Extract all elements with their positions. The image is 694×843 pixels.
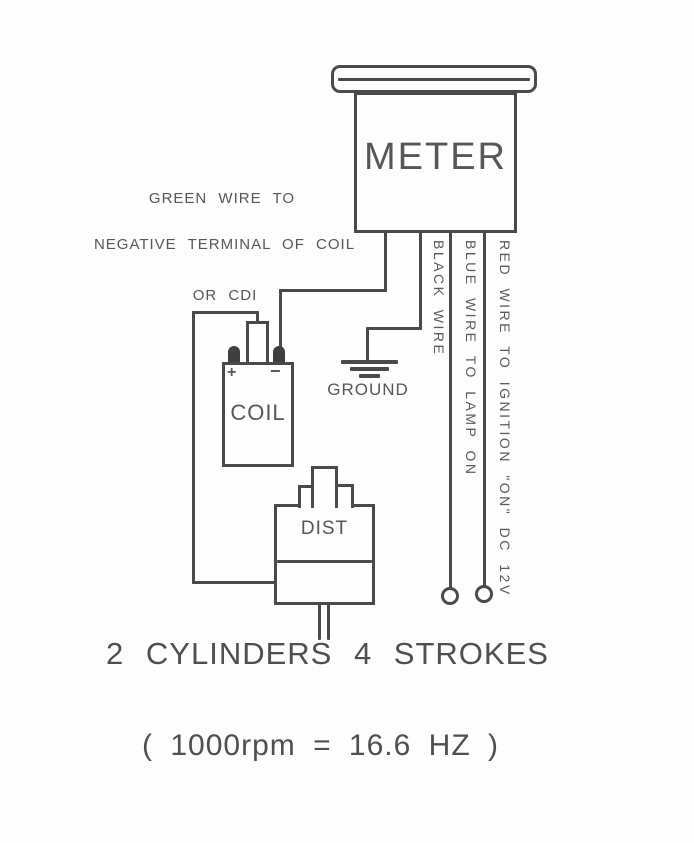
ht-lead-bottom-segment <box>192 581 329 584</box>
blue-wire-line <box>449 232 452 588</box>
coil-negative-terminal <box>273 346 285 364</box>
note-green-wire-line3: OR CDI <box>192 287 258 304</box>
black-wire-horizontal-segment <box>366 327 422 330</box>
black-wire-vertical-segment <box>419 232 422 330</box>
coil-positive-terminal <box>228 346 240 364</box>
caption-rpm-formula: ( 1000rpm = 16.6 HZ ) <box>142 729 499 762</box>
meter-body <box>354 92 517 233</box>
coil-plus-sign: + <box>227 364 237 381</box>
blue-wire-label: BLUE WIRE TO LAMP ON <box>463 240 479 477</box>
ht-lead-vertical-segment <box>192 311 195 584</box>
red-wire-label: RED WIRE TO IGNITION "ON" DC 12V <box>497 240 513 597</box>
note-green-wire-line1: GREEN WIRE TO <box>148 190 296 207</box>
dist-divider-line <box>277 560 372 563</box>
black-wire-drop-segment <box>366 327 369 362</box>
dist-shaft-left-line <box>318 604 321 640</box>
ht-lead-tower-stub <box>256 311 259 324</box>
black-wire-label: BLACK WIRE <box>431 240 447 357</box>
red-wire-line <box>483 232 486 586</box>
coil-minus-sign: − <box>270 361 281 381</box>
blue-wire-terminal-ring <box>441 587 459 605</box>
ground-symbol-bar-1 <box>341 360 398 364</box>
note-green-wire-line2: NEGATIVE TERMINAL OF COIL <box>93 236 356 253</box>
dist-cap-center-tower <box>311 466 338 508</box>
coil-label: COIL <box>230 400 286 425</box>
meter-label: METER <box>364 136 507 178</box>
coil-body <box>222 362 294 467</box>
caption-cylinders-strokes: 2 CYLINDERS 4 STROKES <box>106 636 549 671</box>
dist-shaft-right-line <box>327 604 330 640</box>
dist-label: DIST <box>300 518 349 539</box>
green-wire-vertical-segment <box>384 232 387 292</box>
green-wire-horizontal-segment <box>279 289 387 292</box>
coil-tower <box>246 321 269 366</box>
ground-symbol-bar-3 <box>359 374 380 378</box>
ht-lead-top-segment <box>192 311 259 314</box>
meter-bezel-seam <box>338 78 530 81</box>
ground-symbol-bar-2 <box>350 367 389 371</box>
red-wire-terminal-ring <box>475 585 493 603</box>
ground-label: GROUND <box>327 380 409 399</box>
green-wire-drop-segment <box>279 289 282 350</box>
